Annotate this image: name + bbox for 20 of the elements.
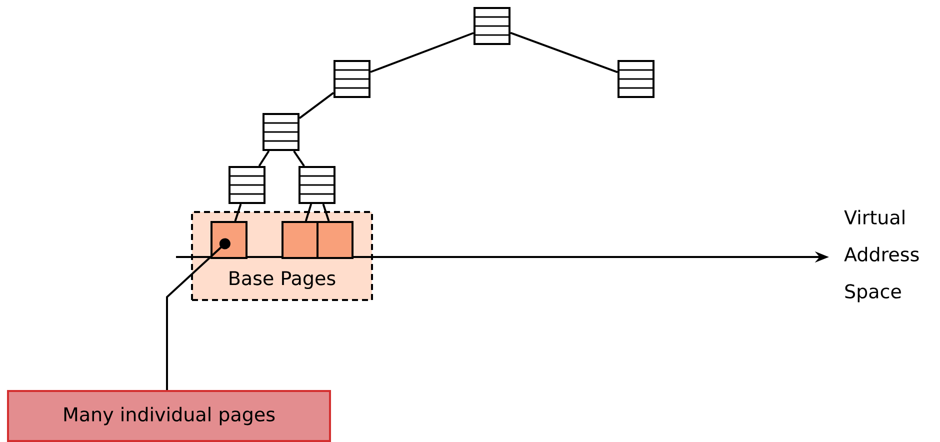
connector-line bbox=[234, 204, 242, 222]
connector-line bbox=[258, 150, 270, 167]
page-box bbox=[210, 221, 248, 259]
connector-line bbox=[370, 32, 474, 73]
axis-label: Virtual Address Space bbox=[844, 210, 919, 302]
page-table bbox=[298, 166, 336, 204]
page-table bbox=[262, 113, 300, 151]
connector-line bbox=[510, 32, 618, 74]
connector-line bbox=[298, 92, 334, 119]
page-table bbox=[474, 7, 510, 45]
callout-box: Many individual pages bbox=[7, 390, 331, 442]
leader-line bbox=[166, 238, 230, 390]
page-table bbox=[228, 166, 266, 204]
connector-line bbox=[293, 150, 305, 167]
page-table bbox=[618, 60, 654, 98]
page-table bbox=[334, 60, 370, 98]
connector-line bbox=[304, 204, 312, 222]
page-box bbox=[282, 221, 318, 259]
page-box bbox=[316, 221, 354, 259]
connector-line bbox=[322, 204, 330, 222]
